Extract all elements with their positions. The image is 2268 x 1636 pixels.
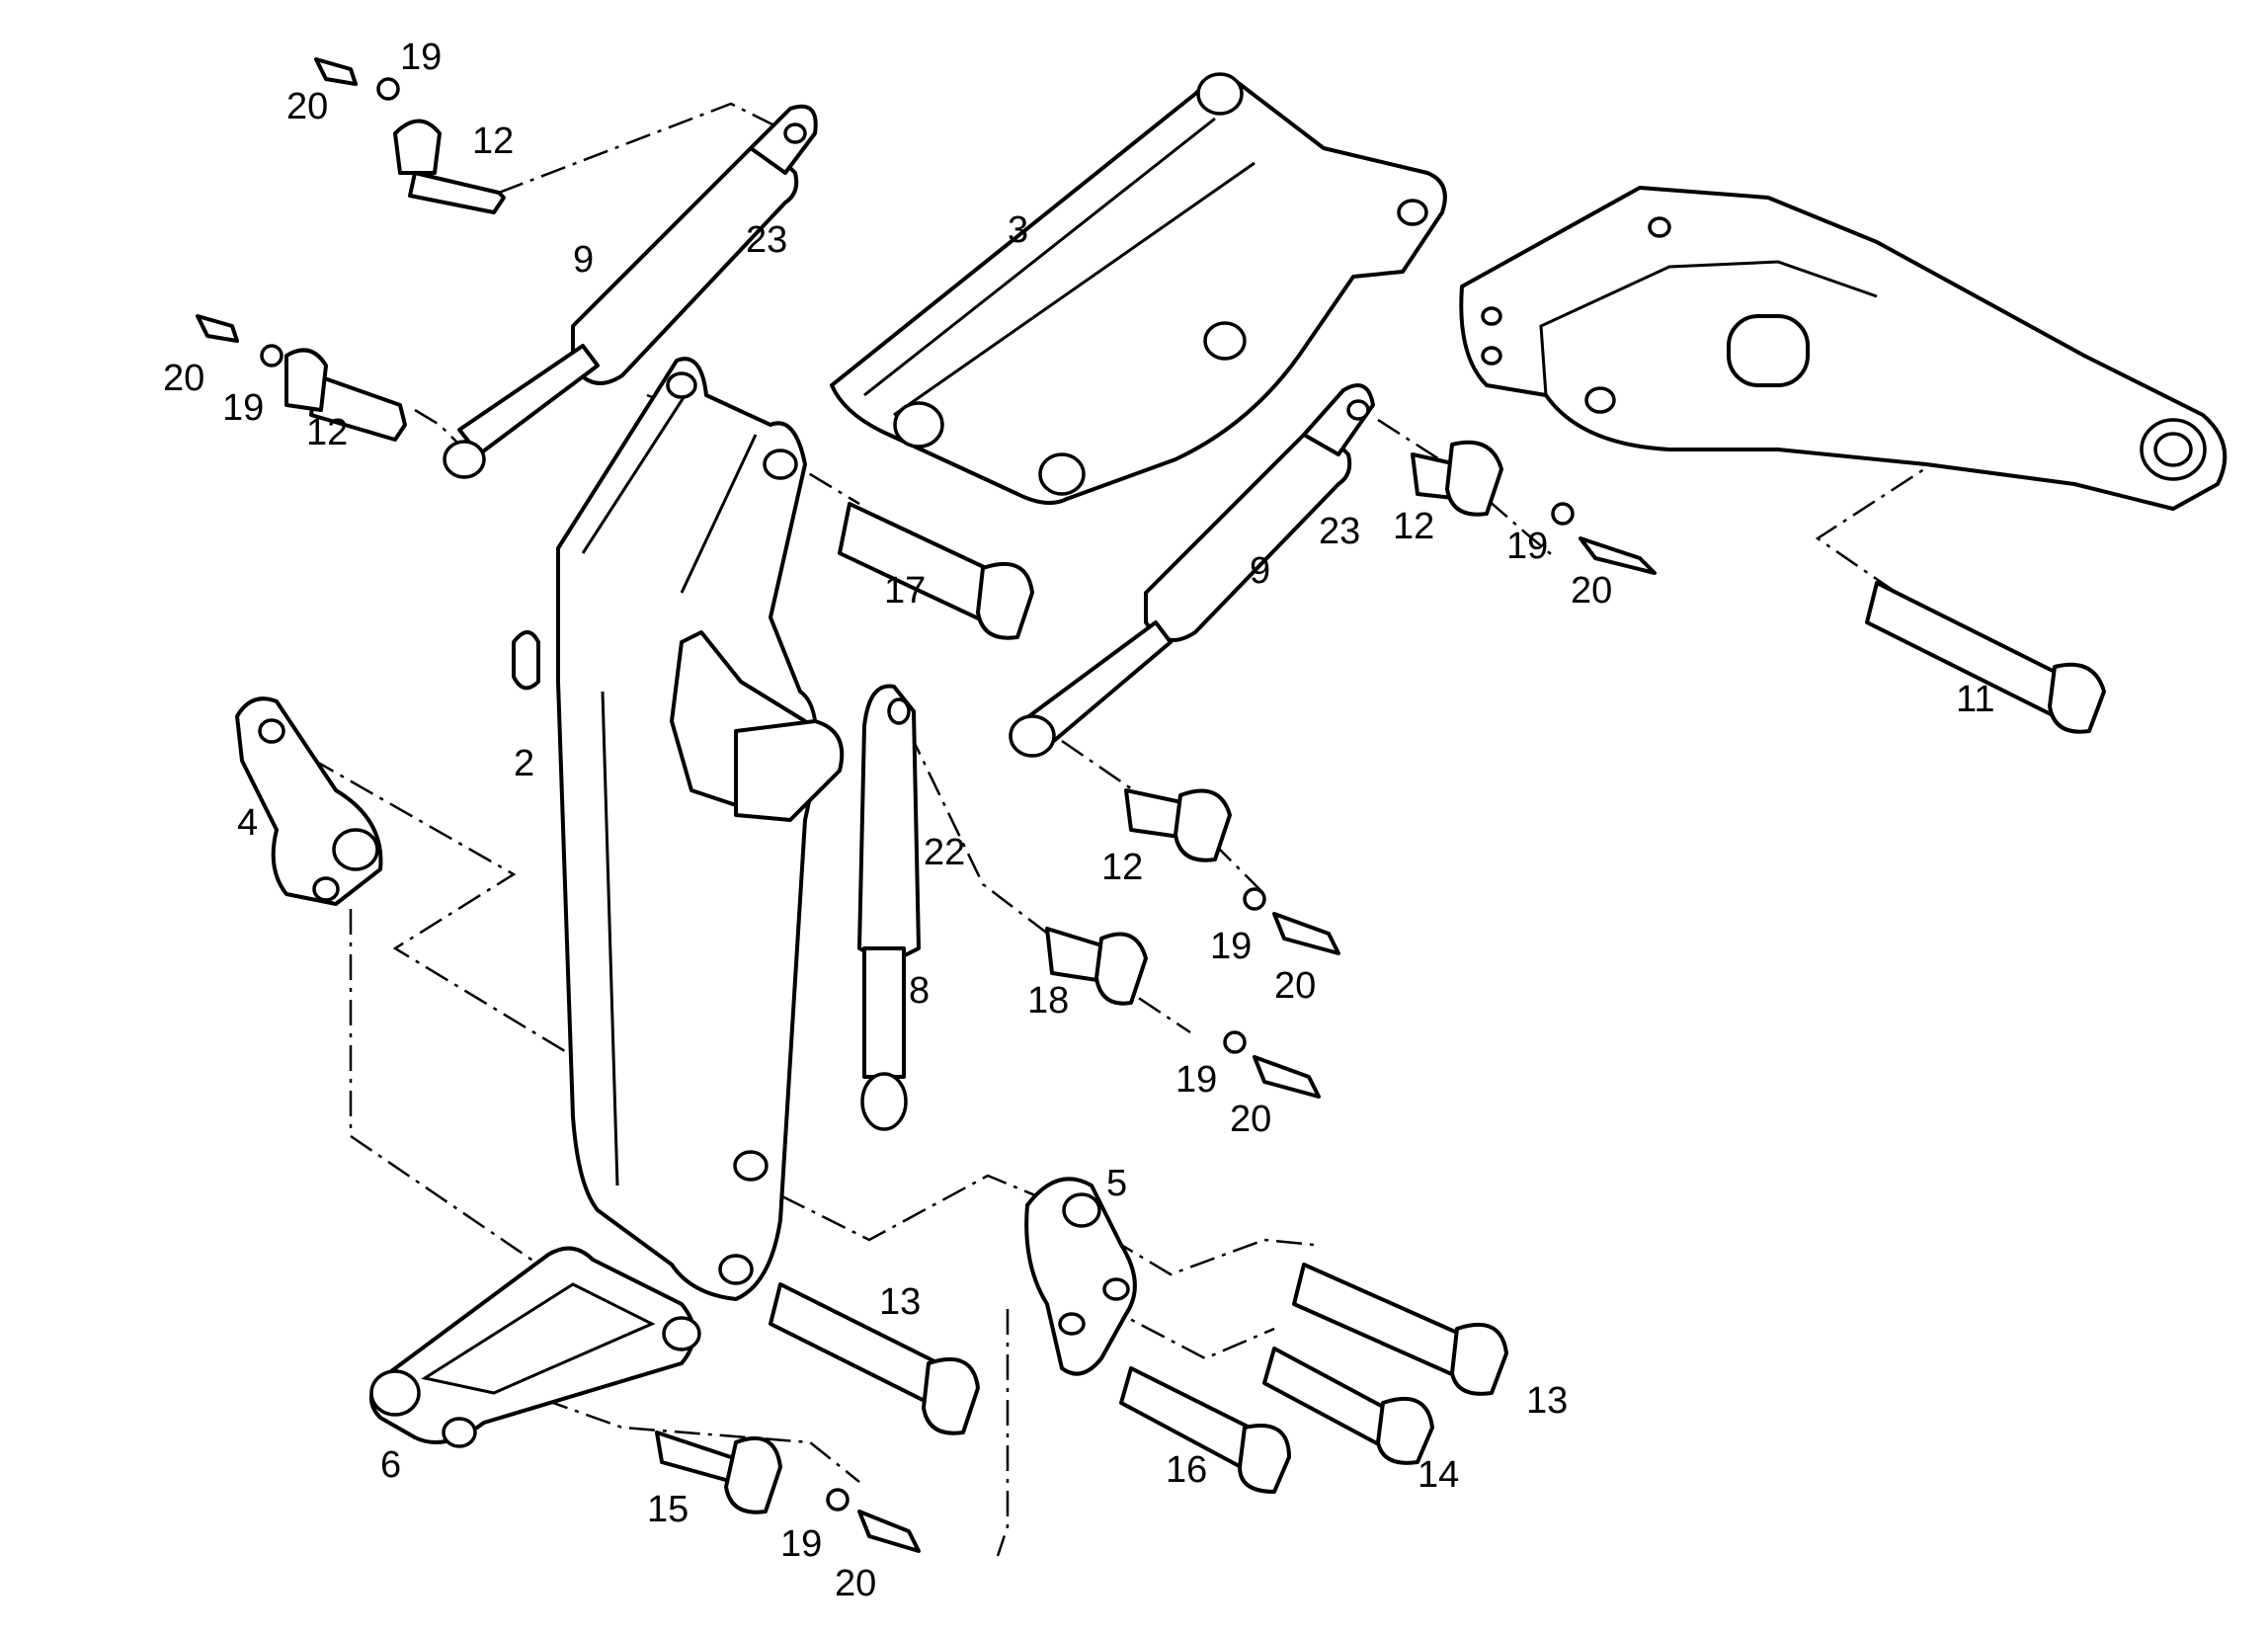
callout-13: 13 [1526, 1380, 1568, 1422]
callout-8: 8 [909, 970, 930, 1012]
pins [284, 119, 2106, 1514]
callout-19: 19 [1506, 526, 1548, 567]
callout-11: 11 [1956, 679, 1994, 720]
callout-17: 17 [884, 570, 926, 612]
callout-19: 19 [780, 1523, 822, 1565]
callout-6: 6 [380, 1444, 401, 1486]
link-part-4 [235, 696, 383, 906]
bracket-link-part-5 [1024, 1177, 1137, 1376]
callout-19: 19 [1210, 926, 1252, 967]
callout-22: 22 [924, 832, 965, 873]
callout-18: 18 [1027, 980, 1069, 1022]
callout-19: 19 [400, 37, 442, 78]
main-boom-part-2 [512, 357, 845, 1301]
boom-arm-part-3 [830, 72, 1447, 505]
callout-20: 20 [286, 86, 328, 127]
callout-4: 4 [237, 802, 258, 844]
callout-23: 23 [746, 219, 787, 261]
callout-15: 15 [647, 1489, 688, 1530]
callout-12: 12 [472, 121, 514, 162]
callout-16: 16 [1166, 1449, 1207, 1491]
callout-2: 2 [514, 743, 534, 784]
callout-12: 12 [306, 412, 348, 453]
callout-9: 9 [573, 239, 594, 281]
callout-19: 19 [1175, 1059, 1217, 1101]
callout-23: 23 [1319, 511, 1360, 552]
callout-20: 20 [1274, 965, 1316, 1007]
callout-12: 12 [1393, 506, 1434, 547]
hydraulic-cylinder-part-8 [857, 684, 921, 1131]
callout-3: 3 [1008, 209, 1028, 251]
callout-20: 20 [163, 358, 204, 399]
hydraulic-cylinder-part-9-right [1009, 383, 1375, 758]
mounting-bracket [1459, 186, 2228, 511]
callout-20: 20 [1230, 1099, 1271, 1140]
callout-14: 14 [1418, 1454, 1459, 1496]
callouts: 19 20 12 3 23 9 20 19 12 12 23 19 9 17 2… [163, 37, 1994, 1604]
callout-12: 12 [1101, 847, 1143, 888]
callout-20: 20 [835, 1563, 876, 1604]
callout-9: 9 [1250, 550, 1270, 592]
callout-20: 20 [1571, 570, 1612, 612]
callout-19: 19 [222, 387, 264, 429]
hydraulic-cylinder-part-9-left [443, 104, 818, 479]
callout-5: 5 [1106, 1163, 1127, 1204]
bolts-and-washers [196, 57, 1657, 1553]
triangle-link-part-6 [369, 1246, 701, 1448]
callout-13: 13 [879, 1281, 921, 1323]
